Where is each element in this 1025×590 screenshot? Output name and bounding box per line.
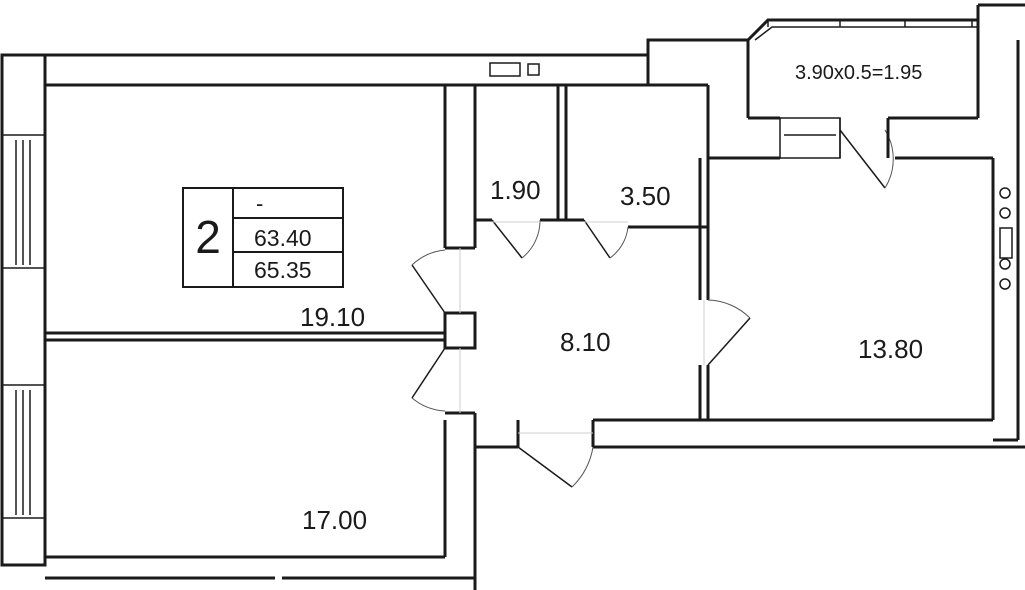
rooms-count: 2 xyxy=(184,189,234,286)
room-area-label: 1.90 xyxy=(490,175,541,205)
apartment-info-box: 2 - 63.40 65.35 xyxy=(182,187,344,288)
room-area-label: 8.10 xyxy=(560,327,611,357)
room-area-label: 13.80 xyxy=(858,334,924,364)
window-upper xyxy=(15,140,31,265)
kitchen-stove xyxy=(999,187,1013,290)
interior-walls xyxy=(43,85,710,447)
balcony xyxy=(746,18,978,159)
balcony-area-label: 3.90x0.5=1.95 xyxy=(795,62,923,84)
opening-lines xyxy=(459,221,705,434)
living-area-value: 63.40 xyxy=(234,221,342,253)
room-area-label: 17.00 xyxy=(302,505,368,535)
vent-marks xyxy=(489,62,540,77)
total-area-value: 65.35 xyxy=(254,257,312,283)
info-line-1: - xyxy=(234,189,342,219)
room-area-label: 19.10 xyxy=(300,302,366,332)
outer-walls xyxy=(0,3,1025,590)
doors xyxy=(411,129,894,488)
room-area-label: 3.50 xyxy=(620,181,671,211)
window-lower xyxy=(15,390,31,515)
